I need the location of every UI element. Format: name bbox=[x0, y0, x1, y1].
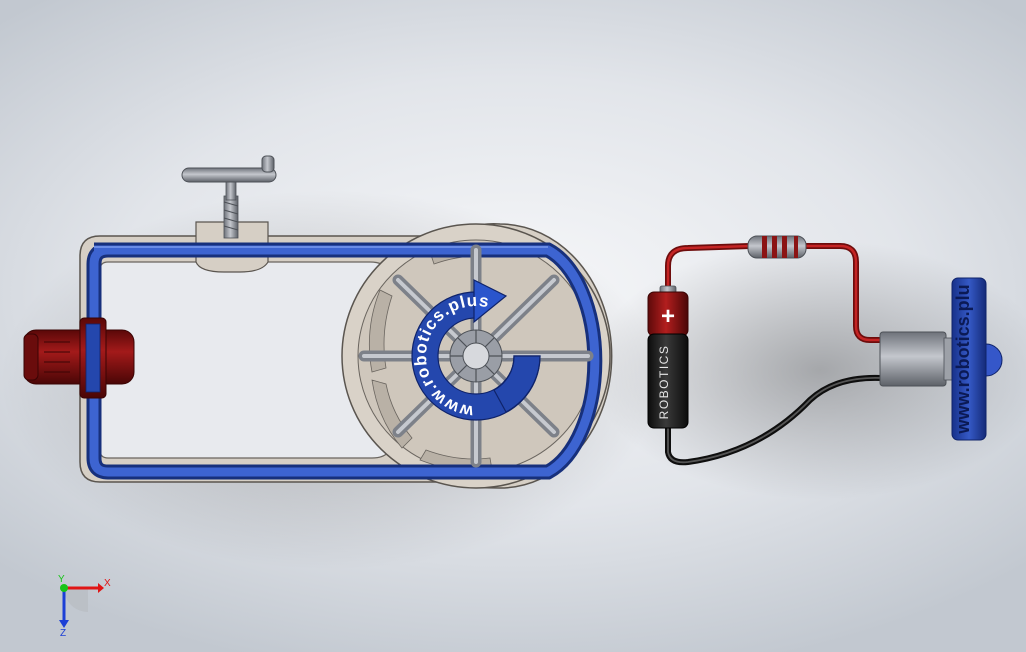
circuit[interactable]: + ROBOTICS www.robotics.plu bbox=[647, 235, 1003, 466]
coordinate-triad: X Y Z bbox=[58, 574, 111, 639]
motor-cooling-fins bbox=[44, 341, 70, 373]
disk-brand-label: www.robotics.plu bbox=[953, 284, 973, 434]
valve-thread-lines bbox=[223, 201, 239, 231]
y-axis-dot bbox=[60, 584, 68, 592]
motor-clamp-tube bbox=[85, 323, 101, 393]
rotation-arrow-icon bbox=[473, 279, 508, 324]
rotation-ring-tail bbox=[493, 355, 541, 413]
z-axis-label: Z bbox=[60, 628, 66, 639]
pump-tube-highlight bbox=[89, 245, 600, 477]
z-axis-arrowhead bbox=[59, 620, 69, 628]
rotor-hub bbox=[462, 342, 490, 370]
resistor[interactable] bbox=[747, 235, 807, 259]
led-dome-icon bbox=[985, 343, 1003, 377]
battery-plus-symbol: + bbox=[661, 303, 675, 330]
red-wire-highlight bbox=[666, 244, 884, 342]
black-wire-highlight bbox=[667, 376, 883, 464]
motor-body bbox=[23, 329, 135, 385]
circuit-shadow bbox=[590, 240, 1026, 500]
x-axis-label: X bbox=[104, 578, 111, 589]
x-axis-arrowhead bbox=[98, 583, 104, 593]
motor-housing-box bbox=[879, 331, 947, 387]
battery[interactable]: + ROBOTICS bbox=[647, 285, 689, 429]
led-motor[interactable]: www.robotics.plu bbox=[879, 277, 1003, 441]
valve-handle-knob[interactable] bbox=[261, 155, 275, 173]
y-axis-label: Y bbox=[58, 574, 65, 585]
valve-stem bbox=[225, 179, 237, 201]
resistor-color-bands bbox=[762, 236, 798, 258]
pump-motor[interactable] bbox=[23, 317, 135, 399]
peristaltic-pump[interactable]: www.robotics.plus bbox=[23, 155, 613, 489]
triad-shadow bbox=[64, 588, 88, 612]
battery-brand-label: ROBOTICS bbox=[657, 345, 671, 420]
motor-end-cap bbox=[23, 333, 39, 381]
valve-handwheel[interactable] bbox=[181, 167, 277, 183]
battery-black-body bbox=[647, 333, 689, 429]
